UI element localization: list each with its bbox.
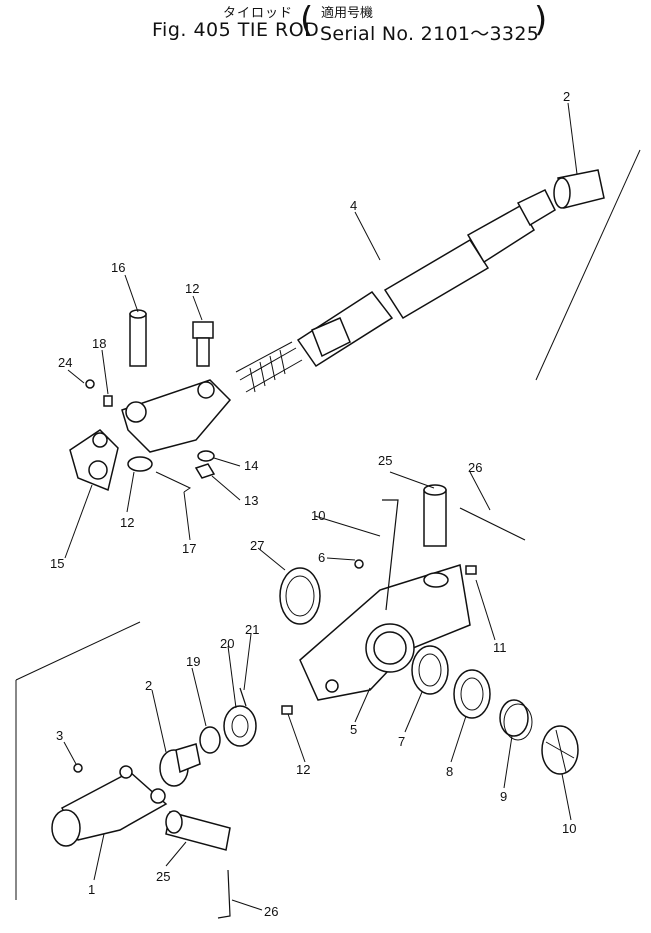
- callout-20: 18: [92, 336, 106, 351]
- callout-14: 12: [185, 281, 199, 296]
- part-25-pin-lower: [165, 810, 231, 851]
- callout-11: 10: [311, 508, 325, 523]
- leader-lines: [63, 102, 578, 911]
- part-12-plug-right: [465, 565, 477, 575]
- callout-12-right: 11: [493, 640, 507, 655]
- part-20-plug: [103, 395, 113, 407]
- callout-22: 20: [220, 636, 234, 651]
- callout-1: 1: [88, 882, 95, 897]
- part-17-socket: [69, 429, 119, 492]
- title-japanese: タイロッド: [223, 6, 294, 21]
- callout-27: 27: [250, 538, 264, 553]
- part-12-plug-left: [281, 705, 293, 715]
- part-25-pin-upper: [423, 484, 447, 547]
- callout-5: 5: [350, 722, 357, 737]
- callout-18: 16: [111, 260, 125, 275]
- part-26-hex-key-lower: [217, 869, 231, 919]
- part-7-bearing: [411, 645, 449, 695]
- callout-19: 17: [182, 541, 196, 556]
- part-26-hex-key-upper: [459, 507, 526, 541]
- callout-labels: 2 4 16 12 18 24 14 13 15 12 17 25 26 10 …: [50, 89, 576, 919]
- part-24-grease-nipple: [85, 379, 95, 389]
- callout-26-lower: 26: [264, 904, 278, 919]
- callout-12-left-label: 12: [296, 762, 310, 777]
- callout-25-upper: 25: [378, 453, 392, 468]
- callout-15: 13: [244, 493, 258, 508]
- callout-7: 7: [398, 734, 405, 749]
- right-bracket: ): [534, 0, 548, 40]
- part-2-bushing-upper: [553, 169, 605, 209]
- part-27-seal: [279, 567, 321, 625]
- callout-26-upper: 26: [468, 460, 482, 475]
- part-3-grease-nipple: [73, 763, 83, 773]
- callout-17: 15: [50, 556, 64, 571]
- part-11-lever: [382, 499, 399, 611]
- part-5-knuckle: [299, 564, 471, 701]
- part-23-cotter-pin: [239, 687, 247, 707]
- left-bracket: (: [300, 0, 314, 40]
- callout-6: 6: [318, 550, 325, 565]
- callout-8: 8: [446, 764, 453, 779]
- part-1-rod-end: [51, 765, 168, 847]
- part-22-nut: [223, 705, 257, 747]
- part-9-spring: [499, 699, 533, 741]
- part-6-grease-nipple: [354, 559, 364, 569]
- part-14-bolt: [192, 321, 214, 367]
- serial-range: Serial No. 2101～3325: [320, 23, 540, 45]
- part-10-cap: [541, 725, 579, 775]
- callout-24: 24: [58, 355, 72, 370]
- callout-16: 14: [244, 458, 258, 473]
- part-2-bushing-lower: [159, 743, 201, 787]
- part-18-pin: [129, 309, 147, 367]
- serial-japanese: 適用号機: [321, 6, 374, 21]
- part-4-tie-rod-tube: [235, 189, 556, 393]
- callout-10-label: 10: [562, 821, 576, 836]
- callout-2-lower: 2: [145, 678, 152, 693]
- callout-25-lower: 25: [156, 869, 170, 884]
- callout-9: 9: [500, 789, 507, 804]
- callout-2-upper: 2: [563, 89, 570, 104]
- callout-23: 21: [245, 622, 259, 637]
- guide-line-lower: [15, 621, 141, 900]
- part-8-bearing: [453, 669, 491, 719]
- upper-clevis: [121, 379, 232, 493]
- callout-3: 3: [56, 728, 63, 743]
- callout-4: 4: [350, 198, 357, 213]
- figure-title: Fig. 405 TIE ROD: [152, 19, 320, 41]
- callout-21: 19: [186, 654, 200, 669]
- callout-13: 12: [120, 515, 134, 530]
- guide-line-upper: [535, 149, 641, 381]
- part-21-washer: [199, 726, 221, 754]
